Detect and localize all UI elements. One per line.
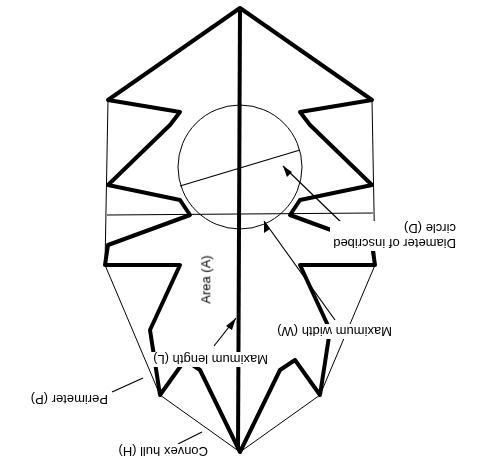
diameter-label: Diameter of inscribed circle (D) [330,221,458,251]
area-label: Area (A) [199,254,214,306]
perimeter-label: Perimeter (P) [29,392,110,407]
width-label: Maximum width (W) [275,324,394,339]
leader-lines [112,166,345,444]
diameter-line [180,150,300,186]
hull-label: Convex hull (H) [116,444,210,459]
arrow-heads [226,166,292,330]
length-label: Maximum length (L) [151,352,270,367]
maximum-length-line [238,10,240,450]
